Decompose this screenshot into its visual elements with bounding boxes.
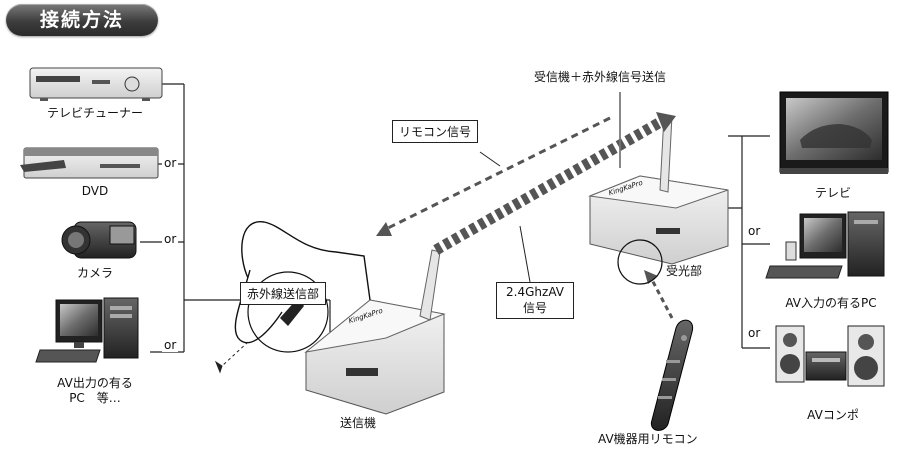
tv-tuner-device xyxy=(29,67,163,101)
label-receiver-title: 受信機＋赤外線信号送信 xyxy=(534,70,667,84)
label-pc-sink: AV入力の有るPC xyxy=(785,296,877,310)
callout-leader-lines xyxy=(214,92,621,374)
transmitter-device xyxy=(304,249,446,415)
label-light-receiver: 受光部 xyxy=(666,264,703,278)
desktop-pc-sink-device xyxy=(765,211,885,279)
receiver-device xyxy=(588,92,729,265)
label-transmitter: 送信機 xyxy=(340,416,377,430)
desktop-pc-source-device xyxy=(35,297,139,363)
label-tv-tuner: テレビチューナー xyxy=(46,106,143,120)
remote-signal-arrow xyxy=(376,116,611,236)
label-remote-signal: リモコン信号 xyxy=(392,120,479,143)
av-combo-device xyxy=(775,325,885,387)
or-label-2: or xyxy=(162,232,179,246)
label-av-signal: 2.4GhzAV 信号 xyxy=(496,282,574,319)
remote-control-device xyxy=(650,319,694,431)
label-camera: カメラ xyxy=(76,266,113,280)
source-connector-lines xyxy=(140,83,331,353)
section-title: 接続方法 xyxy=(39,9,124,31)
label-av-signal-line2: 信号 xyxy=(522,301,547,315)
label-av-signal-line1: 2.4GhzAV xyxy=(506,285,564,299)
or-label-5: or xyxy=(746,326,763,340)
or-label-1: or xyxy=(162,156,179,170)
or-label-3: or xyxy=(162,338,179,352)
label-ir-sender: 赤外線送信部 xyxy=(240,282,327,305)
label-pc-source-line1: AV出力の有る xyxy=(57,376,133,390)
remote-ir-arrow xyxy=(644,270,674,319)
television-device xyxy=(779,91,889,174)
label-pc-source-line2: PC 等… xyxy=(69,391,121,405)
section-title-pill: 接続方法 xyxy=(6,4,158,36)
dvd-player-device xyxy=(20,147,159,179)
av-signal-band xyxy=(433,112,676,255)
callout-circles xyxy=(247,239,663,353)
camcorder-device xyxy=(61,221,137,259)
label-remote: AV機器用リモコン xyxy=(598,432,698,446)
label-av-combo: AVコンポ xyxy=(807,408,859,422)
or-label-4: or xyxy=(746,224,763,238)
ir-emitter-head xyxy=(280,298,304,326)
label-tv: テレビ xyxy=(814,186,851,200)
label-dvd: DVD xyxy=(81,184,109,198)
